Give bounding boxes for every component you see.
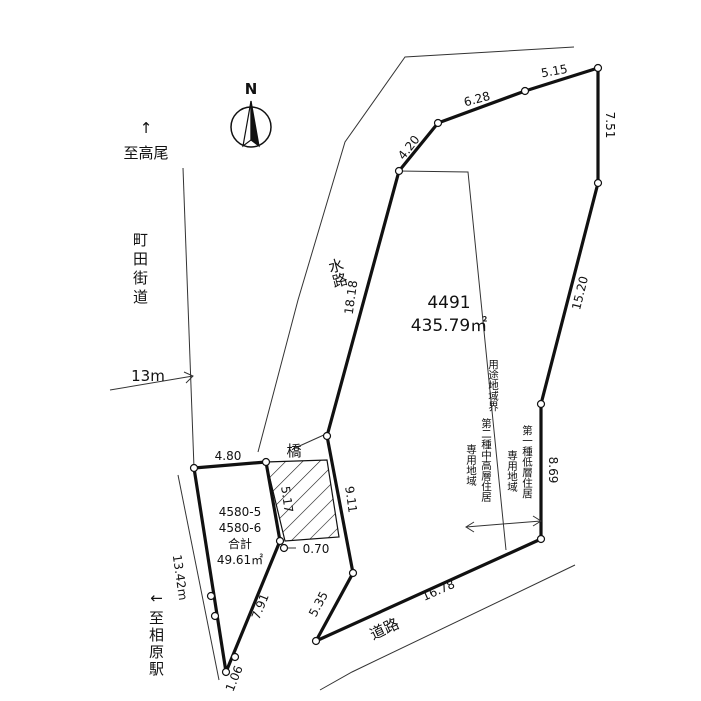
main-lot-number: 4491 [427,293,470,313]
dim-18-18: 18.18 [342,279,361,315]
road-width-arrow [109,375,194,391]
bridge-hatch [265,459,340,542]
small-lot-area: 49.61㎡ [217,553,263,567]
dim-7-51: 7.51 [603,112,617,139]
zone-boundary-label: 用途地域界 [487,359,499,412]
dim-16-78: 16.78 [420,577,457,604]
zone-right-line2: 専用地域 [506,450,518,492]
direction-north-arrow: ↑ [140,119,153,137]
zone-boundary-arrow [465,520,542,528]
dim-5-35: 5.35 [306,589,331,619]
north-label: N [245,80,258,98]
zone-arrowhead-right [532,515,542,527]
dim-line-1342 [177,474,220,681]
waterway-bank-segment [294,433,327,449]
bridge-label: 橋 [286,442,301,460]
direction-south-text: 至相原駅 [147,610,165,678]
small-lot-number1: 4580-5 [219,505,262,519]
waterway-left-bank [257,46,575,453]
dim-8-69: 8.69 [546,457,560,484]
zone-arrowhead-left [465,521,475,533]
zone-boundary-line [398,170,507,551]
road-bottom-label: 道路 [367,615,402,644]
zone-left-line1: 第二種中高層住居 [480,417,492,503]
dim-7-91: 7.91 [249,591,272,621]
small-lot-outline [192,460,282,674]
direction-north-text: 至高尾 [123,144,168,162]
zone-left-line2: 専用地域 [465,444,477,486]
dim-5-17: 5.17 [278,485,296,513]
direction-south-arrow: ↓ [147,592,165,605]
dim-13-42: 13.42m [170,554,190,602]
road-width-arrowhead [183,371,194,384]
small-lot-total-label: 合計 [228,536,252,551]
road-edge-line [182,167,195,469]
north-compass-icon: N [230,80,272,148]
road-main-width: 13m [131,367,165,385]
dim-4-80: 4.80 [215,449,242,463]
dim-0-70: 0.70 [303,542,330,556]
dim-6-28: 6.28 [462,89,491,109]
road-main-name: 町田街道 [131,232,149,308]
road-bottom-edge [319,564,576,691]
main-lot-area: 435.79㎡ [411,316,487,336]
dim-5-15: 5.15 [540,62,569,80]
vertex-markers [189,63,603,677]
main-lot-outline [314,66,600,643]
small-lot-number2: 4580-6 [219,521,262,535]
zone-right-line1: 第一種低層住居 [521,424,533,499]
dim-9-11: 9.11 [342,485,360,513]
